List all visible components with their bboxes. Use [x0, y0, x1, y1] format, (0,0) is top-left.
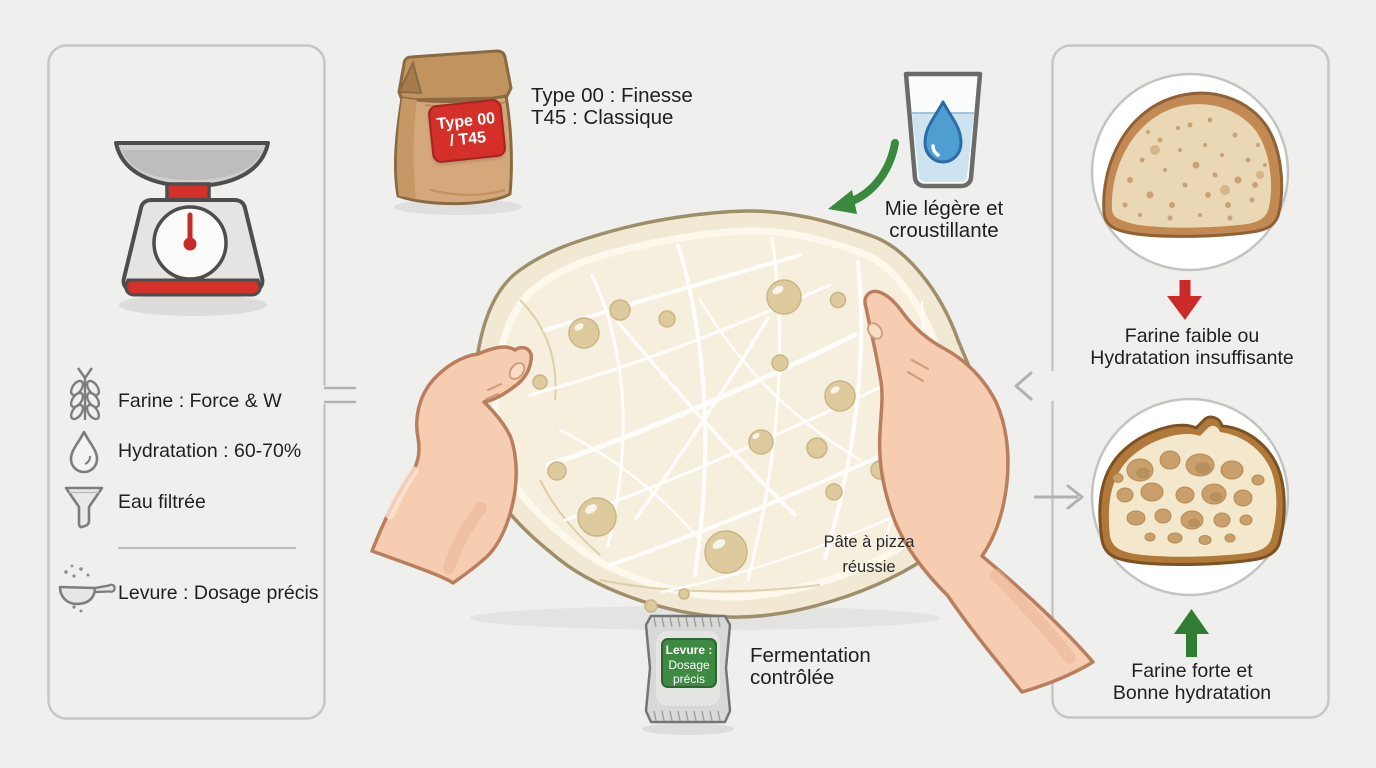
arrow-right-connector: [1034, 484, 1084, 510]
flour-bag-label: Type 00 / T45: [427, 98, 507, 164]
weak-flour-caption: Farine faible ou Hydratation insuffisant…: [1090, 325, 1294, 369]
yeast-packet-label-line1: Levure :: [665, 643, 713, 657]
red-down-arrow: [1167, 280, 1202, 320]
right-panel-frame: [1049, 44, 1330, 719]
list-item-yeast-dosage: Levure : Dosage précis: [118, 582, 319, 604]
list-item-flour-strength: Farine : Force & W: [118, 390, 282, 412]
yeast-packet-label: Levure : Dosage précis: [661, 638, 717, 688]
right-hand: [863, 289, 1095, 694]
left-panel-frame: [47, 44, 356, 720]
funnel-icon: [64, 486, 104, 529]
open-crumb-circle: [1090, 397, 1290, 597]
yeast-caption: Fermentation contrôlée: [750, 644, 871, 689]
water-drop-icon: [69, 430, 99, 474]
water-glass-illustration: [903, 71, 983, 189]
strong-flour-caption: Farine forte et Bonne hydratation: [1112, 660, 1272, 704]
flour-caption: Type 00 : Finesse T45 : Classique: [531, 84, 693, 129]
dense-crumb-circle: [1090, 72, 1290, 272]
list-item-hydration: Hydratation : 60-70%: [118, 440, 302, 462]
green-up-arrow: [1174, 609, 1209, 657]
dough-caption: Pâte à pizza réussie: [823, 533, 915, 576]
list-item-filtered-water: Eau filtrée: [118, 491, 206, 513]
kitchen-scale-illustration: [114, 141, 270, 316]
yeast-spoon-icon: [58, 564, 116, 613]
wheat-icon: [69, 367, 101, 421]
left-hand: [370, 345, 534, 585]
green-curved-arrow: [828, 139, 899, 214]
yeast-packet-label-line3: précis: [672, 672, 705, 686]
chevron-left-connector: [1014, 371, 1033, 401]
yeast-packet-label-line2: Dosage: [668, 657, 710, 672]
water-caption: Mie légère et croustillante: [884, 197, 1004, 242]
